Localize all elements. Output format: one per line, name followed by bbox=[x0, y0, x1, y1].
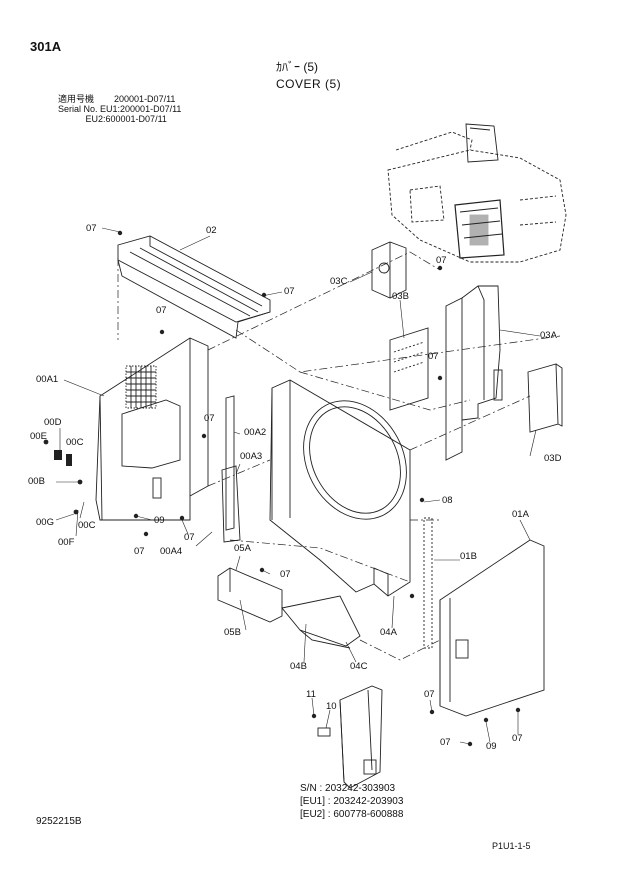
serial-value-3: EU2:600001-D07/11 bbox=[85, 114, 167, 124]
part-05-duct bbox=[217, 567, 283, 623]
serial-footer: S/N : 203242-303903 [EU1] : 203242-20390… bbox=[300, 782, 403, 821]
callout-00a2: 00A2 bbox=[244, 427, 267, 438]
part-03d-pad bbox=[527, 363, 563, 433]
callout-07: 07 bbox=[134, 546, 145, 557]
part-04-duct bbox=[281, 595, 361, 649]
callout-00a3: 00A3 bbox=[240, 451, 263, 462]
callout-07: 07 bbox=[440, 737, 451, 748]
callout-02: 02 bbox=[206, 225, 217, 236]
callout-00e: 00E bbox=[30, 431, 47, 442]
sn-line-eu2: [EU2] : 600778-600888 bbox=[300, 809, 404, 820]
callout-03b: 03B bbox=[392, 291, 409, 302]
callout-09: 09 bbox=[486, 741, 497, 752]
page-number: P1U1-1-5 bbox=[492, 841, 531, 851]
part-02-bracket bbox=[117, 235, 271, 339]
part-03c-block bbox=[371, 241, 407, 299]
serial-value-2: EU1:200001-D07/11 bbox=[100, 104, 182, 114]
callout-04c: 04C bbox=[350, 661, 368, 672]
part-03b-plate bbox=[389, 327, 429, 411]
callout-00f: 00F bbox=[58, 537, 75, 548]
callout-03d: 03D bbox=[544, 453, 562, 464]
callout-04a: 04A bbox=[380, 627, 397, 638]
part-shroud bbox=[269, 379, 411, 597]
callout-03a: 03A bbox=[540, 330, 557, 341]
callout-07: 07 bbox=[512, 733, 523, 744]
callout-00b: 00B bbox=[28, 476, 45, 487]
part-01a-panel bbox=[423, 517, 545, 717]
callout-05b: 05B bbox=[224, 627, 241, 638]
leader-lines bbox=[55, 227, 541, 745]
serial-block: 適用号機 200001-D07/11 Serial No. EU1:200001… bbox=[58, 94, 181, 124]
callout-07: 07 bbox=[86, 223, 97, 234]
callout-01b: 01B bbox=[460, 551, 477, 562]
serial-label-en: Serial No. bbox=[58, 104, 98, 114]
callout-07: 07 bbox=[156, 305, 167, 316]
callout-03c: 03C bbox=[330, 276, 348, 287]
callout-07: 07 bbox=[204, 413, 215, 424]
callout-00g: 00G bbox=[36, 517, 54, 528]
callout-09: 09 bbox=[154, 515, 165, 526]
callout-07: 07 bbox=[436, 255, 447, 266]
callout-05a: 05A bbox=[234, 543, 251, 554]
callout-00d: 00D bbox=[44, 417, 62, 428]
drawing-number: 9252215B bbox=[36, 816, 82, 827]
part-00a3-strip bbox=[221, 465, 241, 543]
serial-value-1: 200001-D07/11 bbox=[114, 94, 176, 104]
callout-07: 07 bbox=[428, 351, 439, 362]
machine-overview bbox=[387, 123, 567, 263]
page-id: 301A bbox=[30, 39, 62, 54]
callout-07: 07 bbox=[280, 569, 291, 580]
callout-00a4: 00A4 bbox=[160, 546, 183, 557]
callout-10: 10 bbox=[326, 701, 337, 712]
fasteners bbox=[43, 230, 521, 747]
callout-07: 07 bbox=[284, 286, 295, 297]
sn-line: S/N : 203242-303903 bbox=[300, 783, 396, 794]
callout-07: 07 bbox=[424, 689, 435, 700]
part-00a1-panel bbox=[95, 337, 209, 521]
callout-11: 11 bbox=[306, 689, 316, 700]
sn-line-eu1: [EU1] : 203242-203903 bbox=[300, 796, 404, 807]
part-00a2-strip bbox=[225, 395, 235, 531]
assembly-lines bbox=[117, 251, 561, 661]
title-japanese: ｶﾊﾞｰ (5) bbox=[276, 60, 319, 74]
callout-00a1: 00A1 bbox=[36, 374, 59, 385]
title-english: COVER (5) bbox=[276, 77, 342, 91]
callout-07: 07 bbox=[184, 532, 195, 543]
callout-04b: 04B bbox=[290, 661, 307, 672]
serial-label-jp: 適用号機 bbox=[58, 94, 95, 104]
part-03a-plate bbox=[445, 285, 503, 461]
part-bottom-bracket bbox=[317, 685, 383, 789]
callout-01a: 01A bbox=[512, 509, 529, 520]
callout-00c: 00C bbox=[66, 437, 84, 448]
callout-08: 08 bbox=[442, 495, 453, 506]
callout-00c: 00C bbox=[78, 520, 96, 531]
